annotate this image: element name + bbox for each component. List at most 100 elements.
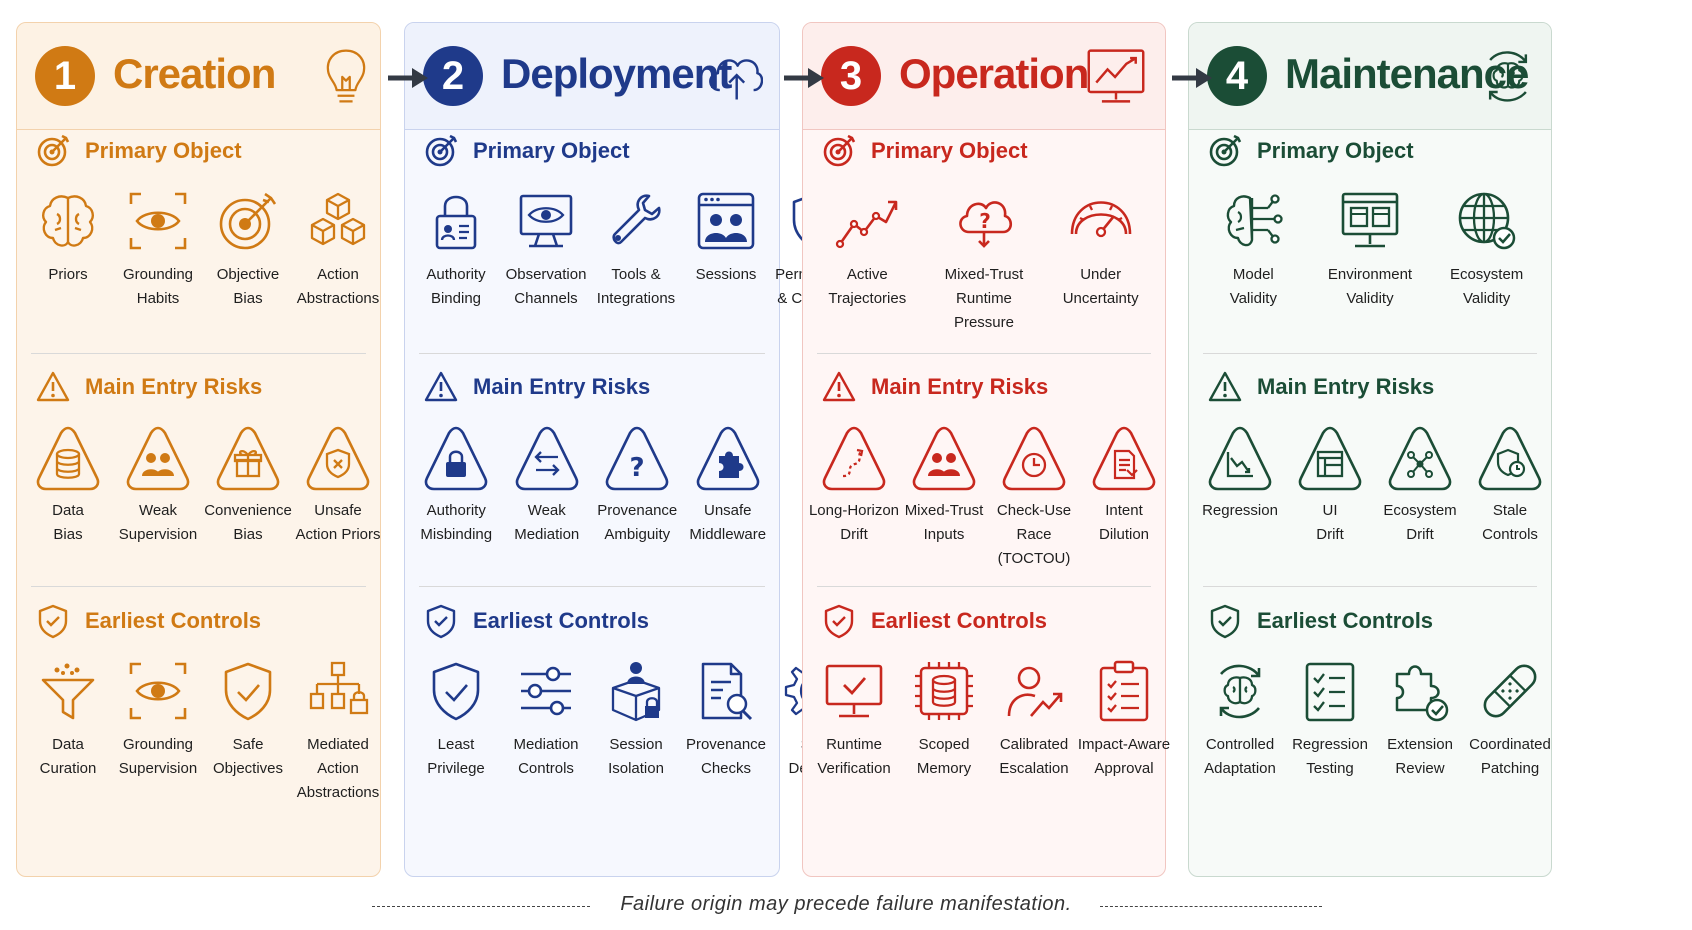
item-controls: Least Privilege [411,657,501,781]
item-risks: Ecosystem Drift [1375,423,1465,547]
item-risks: Regression [1195,423,1285,547]
section-shield-icon [38,604,68,639]
section-heading: Earliest Controls [1207,601,1433,641]
hierarchy-lock-icon [309,661,369,715]
item-controls: Scoped Memory [899,657,989,781]
item-controls: Data Curation [23,657,113,805]
item-label: Data Curation [39,736,97,777]
section-heading: Earliest Controls [35,601,261,641]
clock-warning-icon [1002,426,1066,491]
item-risks: Stale Controls [1465,423,1555,547]
lock-id-icon [435,195,477,250]
item-label: Active Trajectories [828,266,907,307]
item-label: Mixed-Trust Inputs [904,502,984,543]
user-up-icon [1007,666,1063,717]
item-controls: Mediation Controls [501,657,591,781]
item-label: Priors [48,266,88,283]
item-label: Observation Channels [505,266,587,307]
section-heading: Main Entry Risks [821,367,1048,407]
item-label: Convenience Bias [204,502,292,543]
section-heading: Earliest Controls [821,601,1047,641]
puzzle-check-icon [1395,665,1449,722]
footer-caption: Failure origin may precede failure manif… [620,893,1072,915]
item-risks: Data Bias [23,423,113,547]
item-label: UI Drift [1316,502,1344,543]
item-risks: Check-Use Race (TOCTOU) [989,423,1079,571]
stage-header: 2 Deployment [405,23,779,130]
item-primary: Sessions [681,187,771,311]
item-label: Session Isolation [608,736,664,777]
stage-title: Operation [899,50,1089,97]
section-heading-label: Primary Object [1257,138,1414,163]
item-label: Long-Horizon Drift [808,502,900,543]
arrow-right-icon [784,68,824,88]
item-label: Intent Dilution [1098,502,1150,543]
item-risks: Weak Mediation [502,423,592,547]
document-warning-icon [1092,426,1156,491]
flow-arrow-icon [782,63,826,93]
brain-network-icon [1227,194,1283,247]
flow-arrow-icon [1170,63,1214,93]
lock-warning-icon [424,426,488,491]
item-controls: Regression Testing [1285,657,1375,781]
item-label: Provenance Ambiguity [597,502,678,543]
lightbulb-icon [326,49,366,103]
item-label: Safe Objectives [212,736,284,777]
cloud-upload-icon [709,59,764,100]
item-label: Calibrated Escalation [999,736,1069,777]
chart-down-warning-icon [1208,426,1272,491]
section-target-icon [37,134,70,167]
item-risks: Authority Misbinding [411,423,501,547]
stage-header-icon [701,45,764,107]
checklist-icon [1305,662,1355,722]
section-heading-label: Primary Object [473,138,630,163]
monitor-check-icon [825,664,883,718]
item-risks: Long-Horizon Drift [809,423,899,571]
cloud-question-icon: ? [959,201,1013,248]
section-heading: Main Entry Risks [423,367,650,407]
section-heading-label: Main Entry Risks [85,374,263,399]
flow-arrow-icon [386,63,430,93]
item-label: Ecosystem Validity [1449,266,1524,307]
item-label: Regression [1202,502,1278,519]
item-label: Extension Review [1387,736,1453,777]
sliders-icon [521,666,571,716]
brain-icon [42,195,94,247]
section-heading-label: Earliest Controls [1257,608,1434,633]
item-primary: Active Trajectories [822,187,912,335]
section-heading-label: Primary Object [871,138,1028,163]
item-primary: Grounding Habits [113,187,203,311]
section-heading: Main Entry Risks [35,367,262,407]
section-divider [1203,586,1537,587]
brain-cycle-icon [1488,51,1528,102]
item-label: Tools & Integrations [596,266,676,307]
footer-dash-right [1100,906,1322,907]
section-warning-icon [36,371,70,402]
section-heading-label: Main Entry Risks [871,374,1049,399]
section-shield-icon [824,604,854,639]
item-risks: UI Drift [1285,423,1375,547]
section-heading-label: Main Entry Risks [473,374,651,399]
section-heading-label: Main Entry Risks [1257,374,1435,399]
item-label: Controlled Adaptation [1204,736,1276,777]
section-shield-icon [1210,604,1240,639]
item-label: Least Privilege [427,736,485,777]
stage-panel-operation: 3 Operation Primary Object Active Trajec… [802,22,1170,877]
section-heading-label: Earliest Controls [85,608,262,633]
item-label: Scoped Memory [916,736,972,777]
arrow-right-icon [388,68,428,88]
item-controls: Coordinated Patching [1465,657,1555,781]
cubes-icon [310,192,366,246]
section-warning-icon [1208,371,1242,402]
stage-header: 3 Operation [803,23,1165,130]
section-divider [419,353,765,354]
item-label: Impact-Aware Approval [1077,736,1171,777]
section-heading-label: Earliest Controls [871,608,1048,633]
globe-check-icon [1458,192,1515,250]
item-label: Unsafe Action Priors [295,502,381,543]
item-primary: Objective Bias [203,187,293,311]
